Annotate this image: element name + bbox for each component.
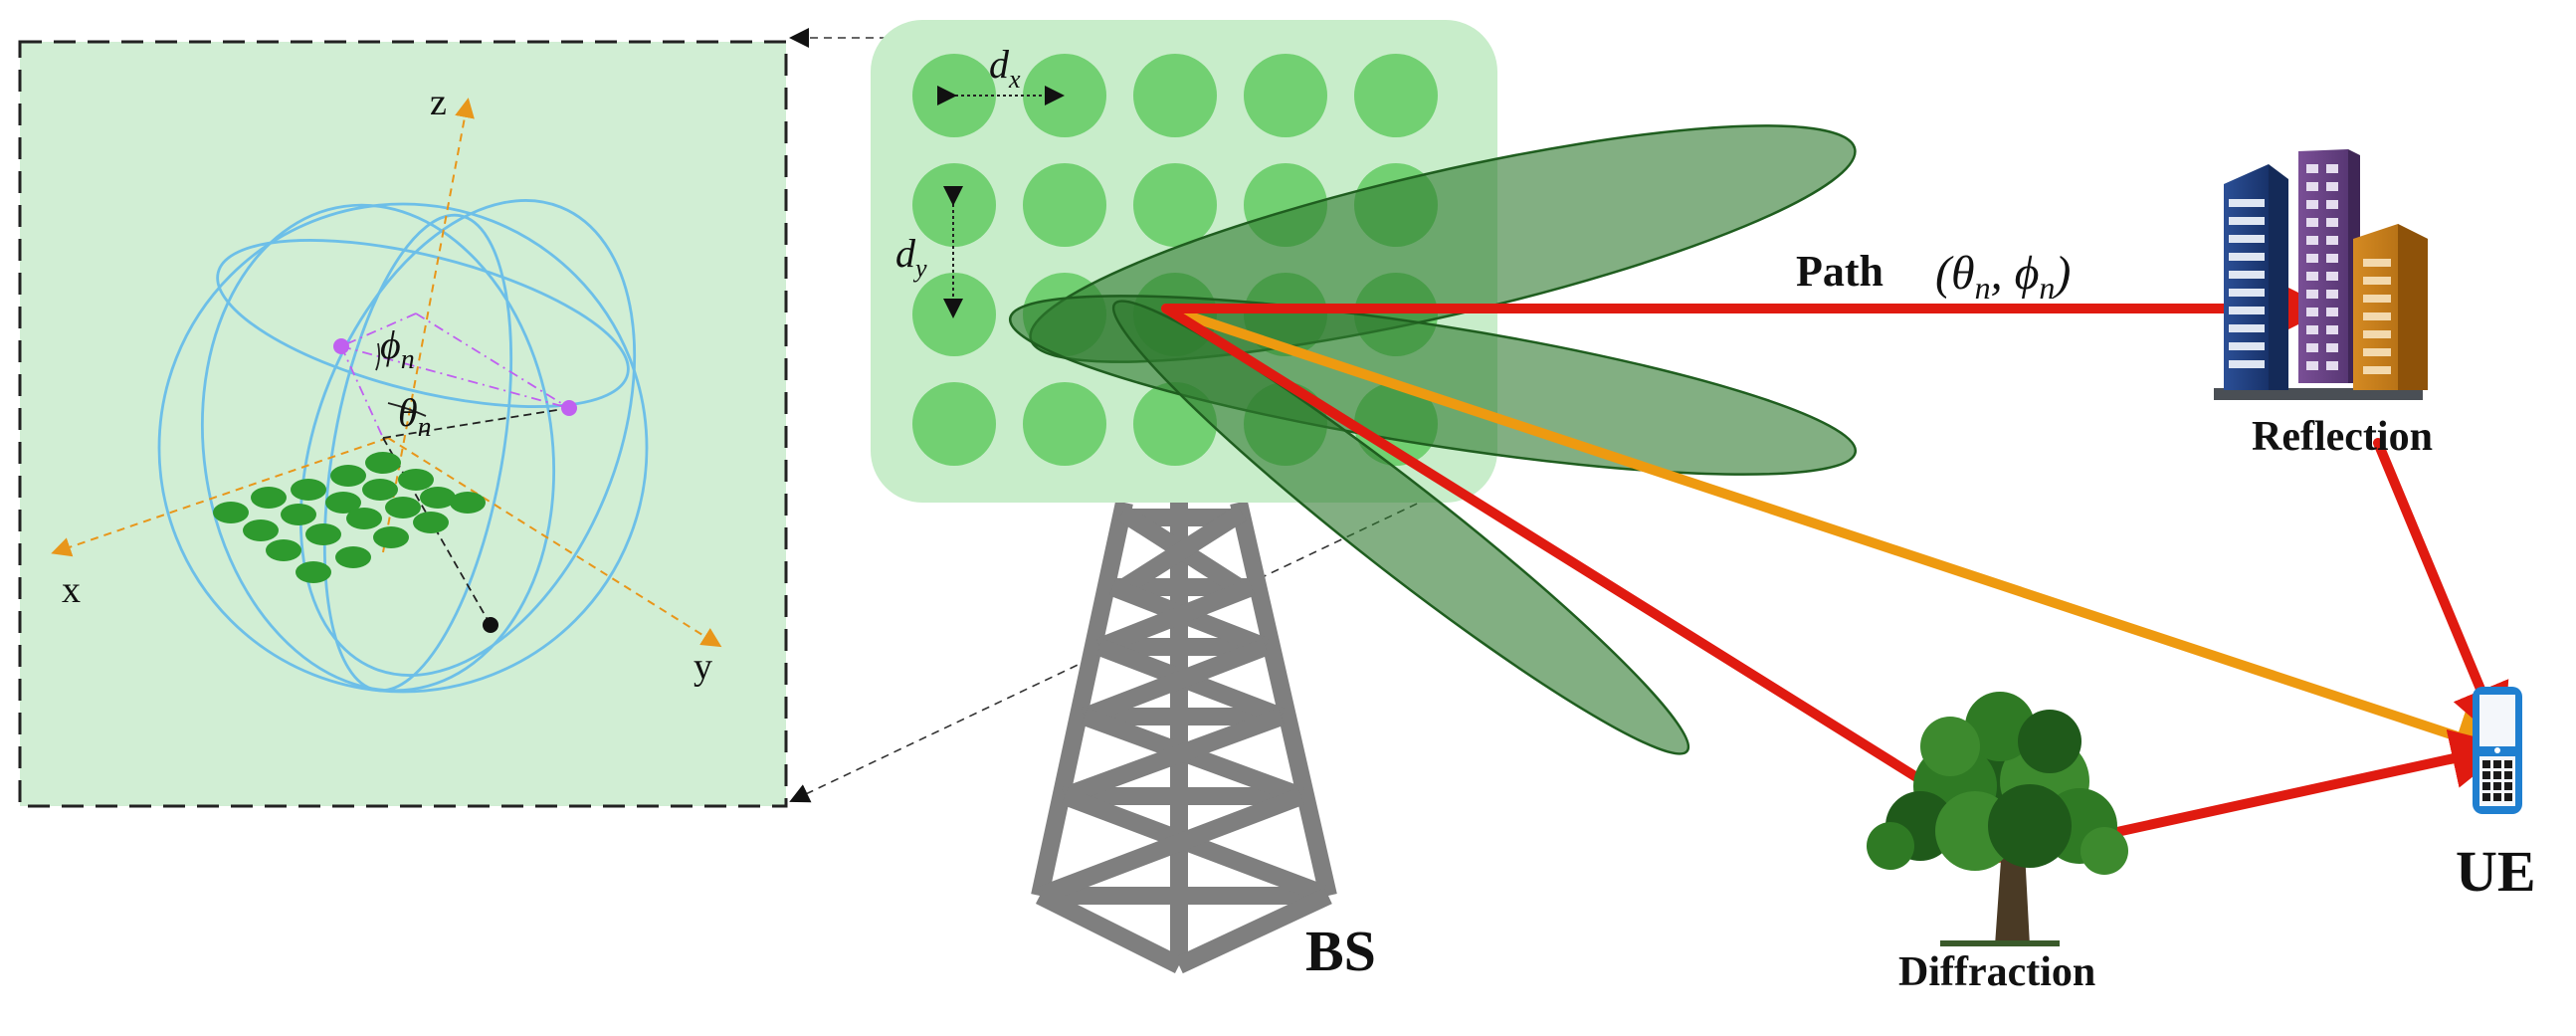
- building-icon: [2214, 149, 2428, 400]
- array-element: [420, 487, 456, 509]
- tower-icon: [1031, 501, 1337, 974]
- phone-keypad: [2482, 760, 2512, 801]
- array-geometry-inset: z x y ϕn θn: [18, 40, 788, 808]
- diffraction-path: [1161, 304, 2041, 855]
- array-element: [291, 479, 326, 501]
- array-element: [330, 465, 366, 487]
- array-element: [281, 504, 316, 525]
- phone-icon: [2473, 687, 2522, 814]
- reflection-label: Reflection: [2252, 414, 2433, 460]
- beam-lobe-diffraction: [1111, 300, 1690, 755]
- inset-frame: [18, 40, 788, 808]
- z-axis: [382, 98, 475, 553]
- tree-icon: [1867, 692, 2128, 946]
- reflected-to-ue-path: [2373, 438, 2509, 746]
- array-element: [413, 512, 449, 533]
- array-element: [346, 508, 382, 529]
- array-element: [450, 492, 486, 514]
- array-element: [213, 502, 249, 523]
- array-element: [365, 452, 401, 474]
- array-element: [335, 546, 371, 568]
- antenna-element: [1244, 54, 1327, 137]
- ue-label: UE: [2456, 839, 2536, 904]
- direct-path: [1161, 304, 2514, 765]
- array-element: [305, 523, 341, 545]
- antenna-element: [1133, 163, 1217, 247]
- tree-foliage: [1867, 692, 2128, 875]
- coordinate-axes: [51, 98, 722, 648]
- x-axis-label: x: [62, 569, 81, 611]
- antenna-element: [912, 54, 996, 137]
- diffraction-label: Diffraction: [1898, 949, 2095, 995]
- path-parameters: (θn, ϕn): [1935, 247, 2071, 306]
- array-element: [251, 487, 287, 509]
- x-axis: [51, 437, 389, 557]
- array-elements: [213, 452, 486, 583]
- antenna-element: [1133, 54, 1217, 137]
- antenna-element: [912, 382, 996, 466]
- array-element: [266, 539, 301, 561]
- path-label: Path: [1796, 247, 1883, 296]
- array-element: [243, 519, 279, 541]
- bs-label: BS: [1305, 919, 1376, 983]
- building-windows: [2229, 164, 2391, 374]
- y-axis-label: y: [694, 646, 712, 688]
- array-element: [373, 526, 409, 548]
- array-element: [362, 479, 398, 501]
- array-element: [385, 497, 421, 518]
- z-axis-label: z: [430, 82, 447, 123]
- array-element: [296, 561, 331, 583]
- antenna-element: [1023, 54, 1106, 137]
- point-marker: [561, 400, 577, 416]
- point-marker: [483, 617, 498, 633]
- array-element: [325, 492, 361, 514]
- y-axis: [387, 437, 722, 648]
- array-element: [398, 469, 434, 491]
- antenna-element: [1023, 382, 1106, 466]
- antenna-element: [1023, 163, 1106, 247]
- point-marker: [333, 338, 349, 354]
- antenna-element: [1354, 54, 1438, 137]
